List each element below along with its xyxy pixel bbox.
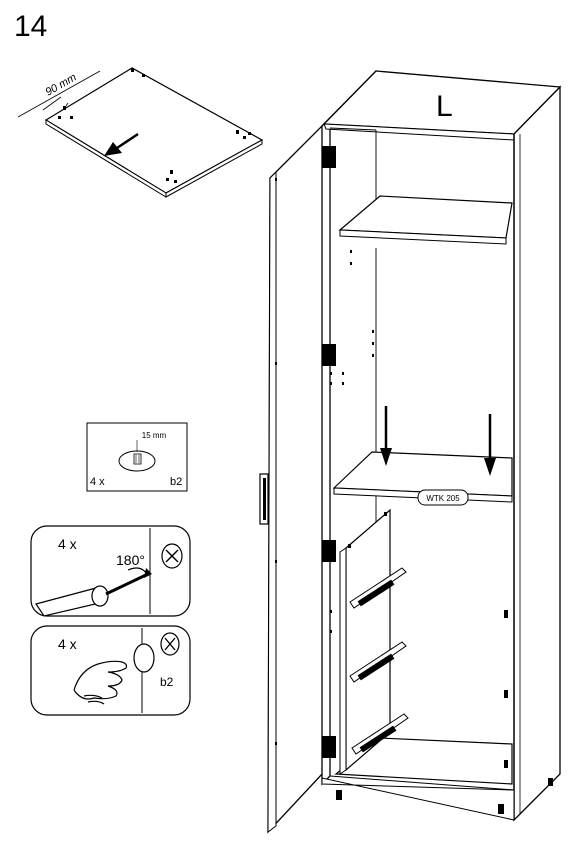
hinge (322, 344, 336, 366)
hinge (322, 540, 336, 562)
insert-detail-panel (30, 625, 191, 716)
door-handle (259, 473, 269, 525)
down-arrow-icon (484, 414, 496, 476)
hinge (322, 736, 336, 758)
down-arrow-icon (380, 406, 392, 466)
part-badge: WTK 205 (417, 489, 469, 506)
cabinet-body (321, 69, 562, 822)
foot (548, 778, 553, 786)
hinge (322, 146, 336, 168)
step-number: 14 (14, 10, 48, 43)
drill-quantity: 4 x (58, 536, 77, 552)
drill-detail-panel (30, 525, 191, 617)
rack-slide (351, 713, 409, 755)
cabinet-side-label: L (436, 90, 453, 123)
screwdriver-icon (35, 567, 152, 617)
cap-icon (133, 643, 155, 673)
shelf-dimension-label: 90 mm (44, 71, 79, 98)
detail-dimension-label: 15 mm (142, 431, 167, 440)
shelf-panel (17, 67, 264, 198)
slide-arrow (116, 132, 139, 150)
cabinet-door (259, 122, 325, 834)
detail-box (86, 422, 188, 492)
shoe-rack-panel (339, 508, 409, 775)
insert-part-code: b2 (160, 675, 174, 689)
rack-slide (349, 641, 407, 683)
insert-quantity: 4 x (58, 636, 77, 652)
foot (498, 804, 504, 814)
rack-slide (349, 567, 407, 609)
hand-icon (73, 660, 128, 705)
arrow-head-icon (104, 142, 122, 156)
detail-part-code: b2 (170, 476, 182, 488)
detail-quantity: 4 x (90, 476, 105, 488)
foot (336, 790, 342, 800)
part-badge-label: WTK 205 (426, 494, 460, 503)
rotation-angle-label: 180° (116, 552, 145, 568)
